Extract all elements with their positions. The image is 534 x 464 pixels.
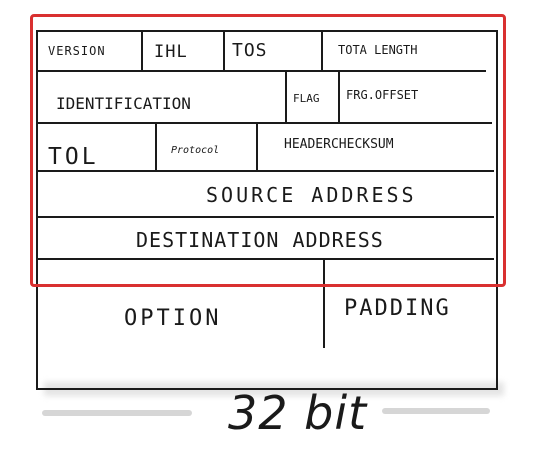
row-divider-5: [38, 258, 494, 260]
field-version: Version: [48, 44, 106, 58]
field-protocol: Protocol: [171, 145, 220, 156]
field-total-length: TOTA LENGTH: [338, 43, 418, 57]
row-divider-1: [38, 70, 486, 72]
width-label: 32 bit: [228, 386, 368, 440]
col-divider-r2-b: [338, 72, 340, 122]
field-source-address: SOURCE ADDRESS: [206, 183, 417, 207]
field-frag-offset: FRG.OFFSET: [346, 88, 419, 102]
field-header-checksum: HEADERCHECKSUM: [284, 137, 394, 152]
col-divider-r1-b: [223, 32, 225, 72]
field-tos: TOS: [232, 40, 268, 61]
field-option: OPTION: [124, 306, 222, 331]
field-ihl: IHL: [154, 42, 188, 62]
row-divider-2: [38, 122, 492, 124]
col-divider-r6-a: [323, 260, 325, 348]
field-ttl: TOL: [48, 144, 99, 170]
col-divider-r3-a: [155, 124, 157, 170]
col-divider-r3-b: [256, 124, 258, 170]
field-padding: PADDING: [344, 296, 451, 321]
col-divider-r1-a: [141, 32, 143, 72]
col-divider-r1-c: [321, 32, 323, 72]
header-outline: [36, 30, 498, 390]
fixed-header-highlight: [30, 14, 506, 287]
row-divider-3: [38, 170, 494, 172]
width-indicator-right: [382, 408, 490, 414]
field-destination-address: DESTINATION ADDRESS: [136, 228, 384, 252]
row-divider-4: [38, 216, 494, 218]
field-flag: FLAG: [293, 92, 320, 105]
field-identification: IDENTIFICATION: [56, 94, 191, 113]
width-indicator-left: [42, 410, 192, 416]
col-divider-r2-a: [285, 72, 287, 122]
